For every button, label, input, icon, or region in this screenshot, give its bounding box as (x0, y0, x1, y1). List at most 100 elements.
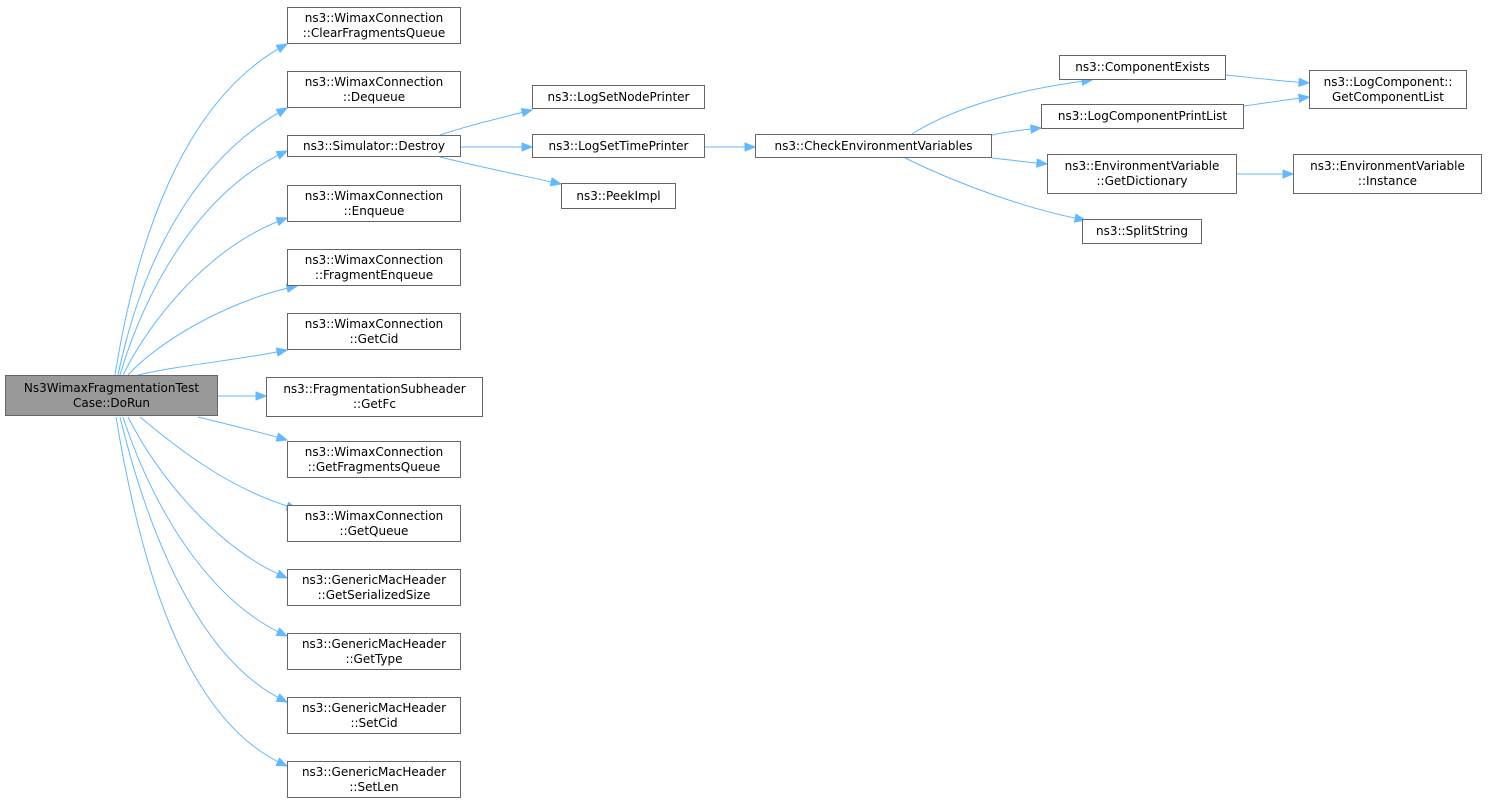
arrowhead-destroy-nodeprinter (520, 107, 534, 118)
node-label: ::GetQueue (339, 523, 409, 538)
edge-root-gettype (122, 416, 288, 637)
node-label: ns3::GenericMacHeader (301, 764, 447, 779)
node-label: ns3::GenericMacHeader (301, 636, 447, 651)
arrowhead-root-destroy (275, 150, 289, 160)
node-label: ns3::CheckEnvironmentVariables (774, 138, 973, 153)
node-label: ::SetCid (350, 715, 398, 730)
node-label: ::ClearFragmentsQueue (302, 25, 446, 40)
edge-root-destroy (119, 150, 288, 376)
arrowhead-root-enqueue (275, 217, 289, 227)
edge-root-dequeue (117, 107, 288, 376)
node-clearfrag[interactable]: ns3::WimaxConnection::ClearFragmentsQueu… (287, 7, 461, 44)
edge-compexists-getcomplist (1225, 74, 1310, 84)
edge-destroy-peekimpl (439, 156, 562, 185)
node-getcomplist[interactable]: ns3::LogComponent::GetComponentList (1309, 70, 1467, 109)
arrowhead-getdict-instance (1282, 169, 1295, 179)
node-compexists[interactable]: ns3::ComponentExists (1059, 55, 1226, 80)
node-getqueue[interactable]: ns3::WimaxConnection::GetQueue (287, 505, 461, 542)
node-label: ::SetLen (349, 779, 399, 794)
node-label: ns3::SplitString (1096, 224, 1188, 238)
node-label: ns3::WimaxConnection (304, 508, 444, 523)
node-label: Case::DoRun (72, 395, 151, 410)
arrowhead-root-setcid (275, 693, 289, 703)
node-label: ::Enqueue (343, 203, 405, 218)
node-label: ns3::LogComponent:: (1323, 74, 1453, 89)
edge-root-getcid (137, 349, 288, 376)
node-label: ns3::GenericMacHeader (301, 572, 447, 587)
edge-root-setcid (119, 416, 288, 703)
arrowhead-destroy-timeprinter (521, 142, 534, 152)
arrowhead-checkenv-getdict (1036, 158, 1049, 168)
node-checkenv[interactable]: ns3::CheckEnvironmentVariables (755, 134, 992, 158)
node-label: ::GetDictionary (1096, 174, 1188, 188)
arrowhead-compexists-getcomplist (1298, 77, 1311, 87)
arrowhead-root-getfragq (275, 432, 289, 442)
node-destroy[interactable]: ns3::Simulator::Destroy (287, 135, 461, 157)
node-gettype[interactable]: ns3::GenericMacHeader::GetType (287, 633, 461, 670)
node-label: ::GetType (345, 651, 403, 666)
arrowhead-root-dequeue (275, 107, 289, 118)
edge-root-fragenq (127, 285, 298, 376)
node-setlen[interactable]: ns3::GenericMacHeader::SetLen (287, 761, 461, 798)
node-label: ns3::WimaxConnection (304, 188, 444, 203)
node-label: ns3::EnvironmentVariable (1064, 159, 1220, 173)
node-label: ::Instance (1357, 174, 1418, 188)
arrowhead-checkenv-printlist (1030, 124, 1043, 134)
node-getdict[interactable]: ns3::EnvironmentVariable::GetDictionary (1047, 154, 1237, 194)
node-label: ns3::LogComponentPrintList (1057, 109, 1228, 123)
node-label: ns3::EnvironmentVariable (1310, 159, 1465, 173)
node-label: ::GetFragmentsQueue (307, 459, 441, 474)
edge-destroy-nodeprinter (439, 109, 533, 136)
arrowhead-printlist-getcomplist (1297, 93, 1311, 104)
node-label: ns3::ComponentExists (1075, 60, 1210, 74)
arrowhead-root-setlen (275, 757, 289, 767)
edge-root-clearfrag (114, 43, 288, 376)
node-instance[interactable]: ns3::EnvironmentVariable::Instance (1293, 154, 1482, 194)
edge-root-enqueue (122, 217, 288, 376)
node-timeprinter[interactable]: ns3::LogSetTimePrinter (532, 134, 705, 158)
edge-checkenv-compexists (911, 79, 1093, 135)
arrowhead-destroy-peekimpl (549, 177, 563, 187)
node-label: ::GetSerializedSize (317, 587, 431, 602)
node-label: GetComponentList (1331, 89, 1445, 104)
node-nodeprinter[interactable]: ns3::LogSetNodePrinter (532, 85, 705, 109)
edge-checkenv-splitstring (904, 157, 1086, 221)
node-label: ns3::GenericMacHeader (301, 700, 447, 715)
arrowhead-root-gettype (275, 627, 289, 637)
node-label: ::GetFc (353, 397, 396, 411)
node-label: ns3::WimaxConnection (304, 10, 444, 25)
node-getcid[interactable]: ns3::WimaxConnection::GetCid (287, 313, 461, 350)
arrowhead-timeprinter-checkenv (744, 142, 757, 152)
node-label: ns3::WimaxConnection (304, 444, 444, 459)
node-dequeue[interactable]: ns3::WimaxConnection::Dequeue (287, 71, 461, 108)
node-peekimpl[interactable]: ns3::PeekImpl (561, 183, 676, 209)
node-label: ns3::PeekImpl (576, 188, 661, 203)
arrowhead-root-getser (275, 569, 289, 579)
edge-root-getfragq (197, 416, 288, 441)
node-label: ns3::LogSetTimePrinter (548, 138, 689, 153)
node-label: ns3::FragmentationSubheader (283, 382, 466, 396)
node-splitstring[interactable]: ns3::SplitString (1082, 219, 1202, 244)
arrowhead-root-clearfrag (275, 43, 289, 54)
node-label: ns3::WimaxConnection (304, 74, 444, 89)
node-enqueue[interactable]: ns3::WimaxConnection::Enqueue (287, 185, 461, 222)
node-printlist[interactable]: ns3::LogComponentPrintList (1041, 104, 1244, 129)
node-setcid[interactable]: ns3::GenericMacHeader::SetCid (287, 697, 461, 734)
edge-root-getqueue (139, 416, 298, 510)
arrowhead-root-getcid (275, 347, 289, 357)
node-label: ::Dequeue (342, 89, 406, 104)
node-getfragq[interactable]: ns3::WimaxConnection::GetFragmentsQueue (287, 441, 461, 478)
node-label: Ns3WimaxFragmentationTest (23, 380, 200, 395)
node-fragenq[interactable]: ns3::WimaxConnection::FragmentEnqueue (287, 249, 461, 286)
edge-root-setlen (115, 416, 288, 767)
node-label: ns3::LogSetNodePrinter (547, 89, 690, 104)
node-label: ns3::WimaxConnection (304, 316, 444, 331)
node-label: ::GetCid (349, 331, 399, 346)
node-getfc[interactable]: ns3::FragmentationSubheader::GetFc (266, 377, 483, 417)
node-label: ::FragmentEnqueue (314, 267, 434, 282)
node-label: ns3::Simulator::Destroy (302, 138, 446, 153)
node-getser[interactable]: ns3::GenericMacHeader::GetSerializedSize (287, 569, 461, 606)
